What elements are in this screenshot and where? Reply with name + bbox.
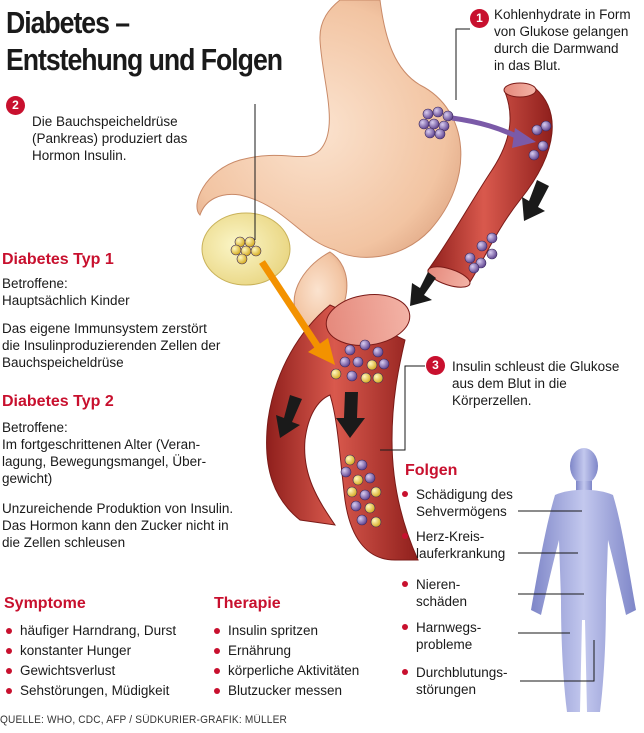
black-arrows (276, 180, 549, 438)
list-item: körperliche Aktivitäten (212, 661, 359, 681)
orange-arrow-head (308, 338, 335, 365)
glucose-particle (486, 248, 498, 260)
insulin-particle (244, 236, 256, 248)
glucose-particle (442, 110, 454, 122)
insulin-particle (330, 368, 342, 380)
insulin-particle (352, 474, 364, 486)
folgen-item: Harnwegs-probleme (402, 619, 481, 653)
glucose-particle (434, 128, 446, 140)
glucose-particle (356, 514, 368, 526)
insulin-particle (344, 454, 356, 466)
glucose-particle (422, 108, 434, 120)
symptome-list: häufiger Harndrang, Durst konstanter Hun… (4, 621, 176, 701)
orange-arrow (259, 260, 323, 352)
folgen-heading: Folgen (405, 462, 458, 479)
glucose-particle (378, 358, 390, 370)
insulin-particle (236, 253, 248, 265)
symptome-heading: Symptome (4, 595, 86, 612)
list-item: häufiger Harndrang, Durst (4, 621, 176, 641)
glucose-insulin-particles (230, 106, 552, 528)
step-2-text: Die Bauchspeicheldrüse(Pankreas) produzi… (32, 114, 188, 163)
list-item: Gewichtsverlust (4, 661, 176, 681)
glucose-particle (359, 489, 371, 501)
step-1-badge: 1 (470, 9, 489, 28)
glucose-particle (364, 472, 376, 484)
typ2-affected: Betroffene: Im fortgeschrittenen Alter (… (2, 420, 207, 486)
glucose-particle (540, 120, 552, 132)
insulin-particle (372, 372, 384, 384)
insulin-particle (370, 486, 382, 498)
glucose-particle (352, 356, 364, 368)
list-item: Insulin spritzen (212, 621, 359, 641)
glucose-particle (432, 106, 444, 118)
glucose-particle (356, 459, 368, 471)
glucose-particle (350, 500, 362, 512)
folgen-item: Herz-Kreis-lauferkrankung (402, 528, 505, 562)
list-item: konstanter Hunger (4, 641, 176, 661)
glucose-particle (359, 339, 371, 351)
glucose-particle (346, 370, 358, 382)
typ1-affected: Betroffene:Hauptsächlich Kinder (2, 276, 130, 308)
glucose-particle (486, 232, 498, 244)
page-title: Diabetes – Entstehung und Folgen (6, 5, 283, 77)
glucose-particle (464, 252, 476, 264)
insulin-particle (360, 372, 372, 384)
glucose-particle (418, 118, 430, 130)
insulin-particle (370, 516, 382, 528)
step-2-badge: 2 (6, 96, 25, 115)
glucose-particle (468, 262, 480, 274)
therapie-list: Insulin spritzen Ernährung körperliche A… (212, 621, 359, 701)
typ2-description: Unzureichende Produktion von Insulin.Das… (2, 501, 234, 550)
insulin-particle (230, 244, 242, 256)
glucose-particle (537, 140, 549, 152)
list-item: Sehstörungen, Müdigkeit (4, 681, 176, 701)
insulin-particle (364, 502, 376, 514)
source-credit: QUELLE: WHO, CDC, AFP / SÜDKURIER-GRAFIK… (0, 714, 287, 726)
insulin-particle (346, 486, 358, 498)
glucose-particle (344, 344, 356, 356)
human-body-figure (531, 448, 636, 712)
step-3-badge: 3 (426, 356, 445, 375)
folgen-item: Nieren-schäden (402, 576, 467, 610)
glucose-particle (531, 124, 543, 136)
glucose-particle (428, 118, 440, 130)
glucose-particle (476, 240, 488, 252)
typ2-heading: Diabetes Typ 2 (2, 393, 114, 410)
list-item: Ernährung (212, 641, 359, 661)
folgen-item: Durchblutungs-störungen (402, 664, 508, 698)
connector-lines (254, 28, 595, 682)
glucose-particle (339, 356, 351, 368)
glucose-particle (372, 346, 384, 358)
purple-arrow-head (512, 128, 536, 148)
insulin-particle (250, 245, 262, 257)
typ1-heading: Diabetes Typ 1 (2, 251, 114, 268)
glucose-particle (424, 127, 436, 139)
glucose-particle (340, 466, 352, 478)
therapie-heading: Therapie (214, 595, 281, 612)
list-item: Blutzucker messen (212, 681, 359, 701)
insulin-particle (366, 359, 378, 371)
lower-blood-vessel (266, 294, 419, 561)
glucose-particle (528, 149, 540, 161)
